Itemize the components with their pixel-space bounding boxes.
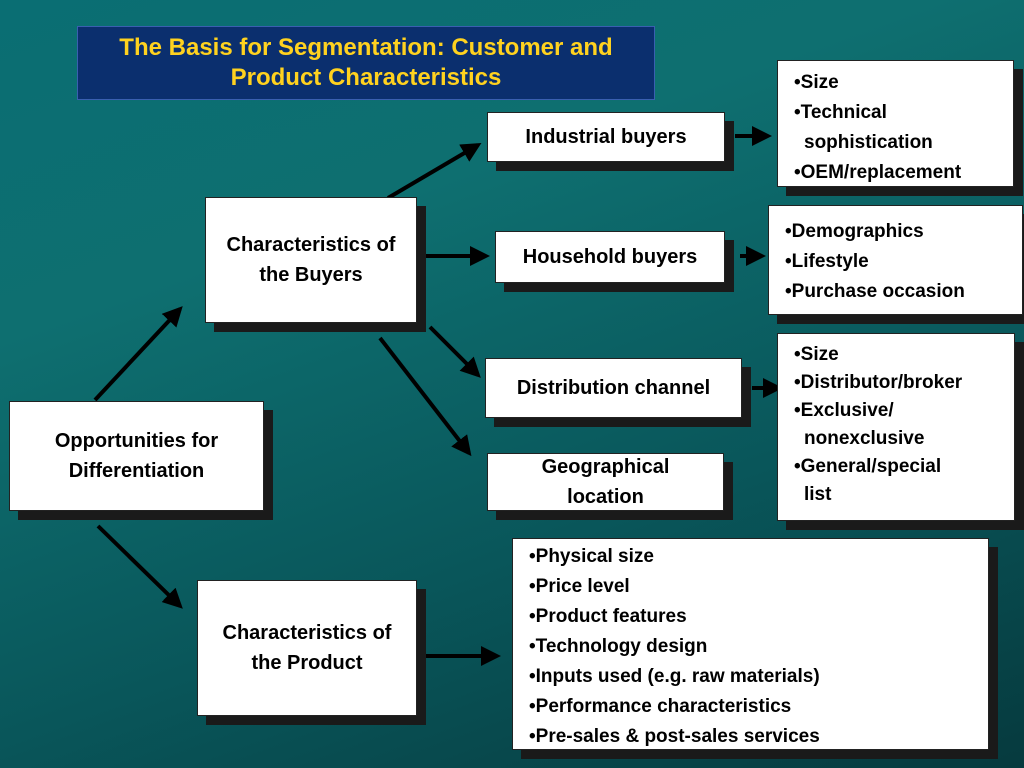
node-geographical: Geographical location — [487, 453, 724, 511]
list-item: Distributor/broker — [786, 369, 986, 397]
node-industrial-label: Industrial buyers — [525, 126, 687, 148]
list-item: Lifestyle — [777, 247, 1022, 277]
list-item: Physical size — [521, 542, 988, 572]
arrow-buyers-to-industrial — [386, 142, 482, 200]
list-item: Price level — [521, 572, 988, 602]
node-product-label: Characteristics of the Product — [222, 622, 392, 674]
list-item: Technical sophistication — [786, 98, 986, 158]
list-item: Inputs used (e.g. raw materials) — [521, 662, 988, 692]
node-industrial: Industrial buyers — [487, 112, 725, 162]
node-geographical-label: Geographical location — [541, 456, 670, 508]
node-household-label: Household buyers — [522, 246, 698, 268]
list-household-items: Demographics Lifestyle Purchase occasion — [777, 217, 1022, 307]
list-item: Size — [786, 341, 986, 369]
list-item: General/special list — [786, 453, 964, 509]
arrow-opportunities-to-buyers — [93, 306, 183, 402]
list-item: Purchase occasion — [777, 277, 1022, 307]
arrow-buyers-to-geographical — [378, 336, 472, 457]
list-item: OEM/replacement — [786, 158, 986, 188]
slide-title: The Basis for Segmentation: Customer and… — [77, 26, 655, 100]
list-item: Pre-sales & post-sales services — [521, 722, 988, 752]
list-product: Physical size Price level Product featur… — [512, 538, 989, 750]
list-item: Size — [786, 68, 986, 98]
list-distribution-items: Size Distributor/broker Exclusive/ nonex… — [786, 341, 986, 509]
list-distribution: Size Distributor/broker Exclusive/ nonex… — [777, 333, 1015, 521]
list-item: Exclusive/ nonexclusive — [786, 397, 934, 453]
list-item: Performance characteristics — [521, 692, 988, 722]
node-household: Household buyers — [495, 231, 725, 283]
slide-title-text: The Basis for Segmentation: Customer and… — [119, 34, 613, 91]
list-item: Demographics — [777, 217, 1022, 247]
arrow-buyers-to-distribution — [428, 325, 481, 378]
node-opportunities-label: Opportunities for Differentiation — [54, 430, 219, 482]
list-item: Product features — [521, 602, 988, 632]
arrow-opportunities-to-product — [96, 524, 183, 609]
list-item: Technology design — [521, 632, 988, 662]
node-buyers: Characteristics of the Buyers — [205, 197, 417, 323]
node-buyers-label: Characteristics of the Buyers — [226, 234, 396, 286]
list-industrial-items: Size Technical sophistication OEM/replac… — [786, 68, 986, 188]
node-distribution-label: Distribution channel — [516, 377, 711, 399]
node-opportunities: Opportunities for Differentiation — [9, 401, 264, 511]
list-industrial: Size Technical sophistication OEM/replac… — [777, 60, 1014, 187]
list-household: Demographics Lifestyle Purchase occasion — [768, 205, 1023, 315]
node-distribution: Distribution channel — [485, 358, 742, 418]
list-product-items: Physical size Price level Product featur… — [521, 542, 988, 752]
node-product: Characteristics of the Product — [197, 580, 417, 716]
